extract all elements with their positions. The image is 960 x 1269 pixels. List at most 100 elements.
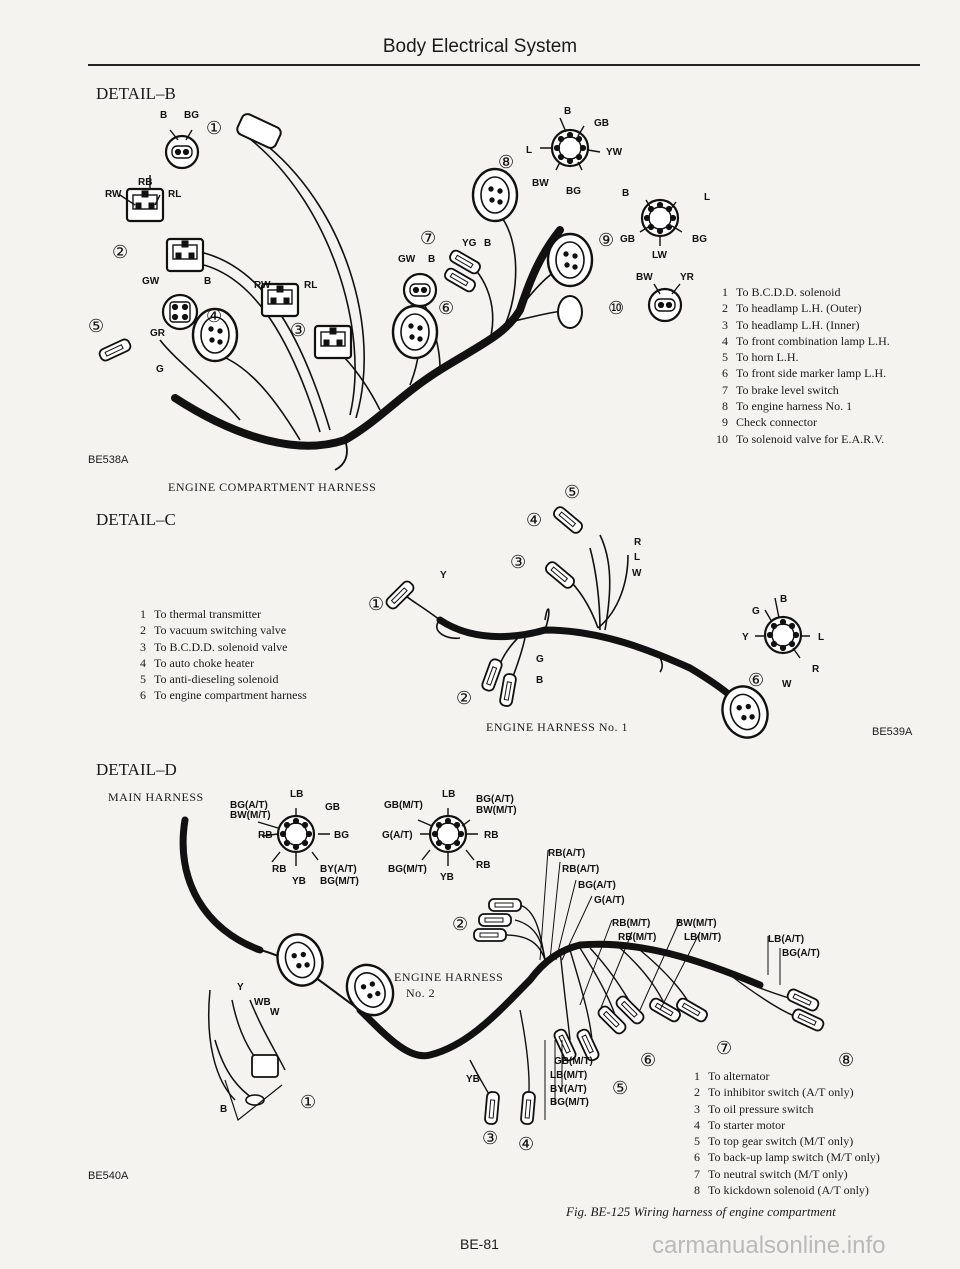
wire-label: BG: [692, 234, 707, 245]
callout-number: ⑤: [564, 482, 580, 503]
callout-number: ③: [510, 552, 526, 573]
detail-c-drawing: [383, 504, 810, 746]
wire-label: G: [156, 364, 164, 375]
wire-label: B: [204, 276, 211, 287]
wire-label: RB: [476, 860, 490, 871]
wire-label: BW(M/T): [230, 810, 271, 821]
wire-label: RB: [484, 830, 498, 841]
wire-label: GB: [594, 118, 609, 129]
wire-label: L: [634, 552, 640, 563]
wire-label: B: [536, 675, 543, 686]
detail-c-code: BE539A: [872, 726, 913, 738]
wire-label: BY(A/T): [550, 1084, 587, 1095]
wire-label: B: [484, 238, 491, 249]
figure-caption: Fig. BE-125 Wiring harness of engine com…: [566, 1204, 836, 1219]
wire-label: GR: [150, 328, 166, 339]
wire-label: LB(A/T): [768, 934, 804, 945]
callout-number: ②: [112, 242, 128, 263]
wire-label: GB(M/T): [384, 800, 423, 811]
wire-label: RB(A/T): [562, 864, 599, 875]
wire-label: BY(A/T): [320, 864, 357, 875]
wire-label: BG(A/T): [476, 794, 514, 805]
wire-label: RL: [304, 280, 317, 291]
header-rule: [88, 64, 920, 66]
wire-label: B: [428, 254, 435, 265]
wire-label: RB(M/T): [618, 932, 656, 943]
callout-number: ④: [526, 510, 542, 531]
wire-label: R: [634, 537, 642, 548]
wire-label: RB(A/T): [548, 848, 585, 859]
wire-label: RB: [272, 864, 286, 875]
wire-label: B: [780, 594, 787, 605]
wire-label: GB: [620, 234, 635, 245]
callout-number: ②: [456, 688, 472, 709]
engine-harness-2-number: No. 2: [406, 986, 436, 1000]
detail-d-code: BE540A: [88, 1170, 129, 1182]
callout-number: ①: [368, 594, 384, 615]
wire-label: B: [622, 188, 629, 199]
wire-label: RL: [168, 189, 181, 200]
wire-label: Y: [237, 982, 244, 993]
wire-label: YB: [466, 1074, 480, 1085]
main-harness-label: MAIN HARNESS: [108, 790, 204, 804]
detail-d-drawing: [179, 808, 826, 1126]
wire-label: Y: [440, 570, 447, 581]
callout-number: ⑦: [716, 1038, 732, 1059]
wire-label: G: [536, 654, 544, 665]
callout-number: ④: [518, 1134, 534, 1155]
wire-label: RW: [254, 280, 271, 291]
wire-label: GB: [325, 802, 340, 813]
wire-label: BG: [566, 186, 581, 197]
wire-label: BW(M/T): [476, 805, 517, 816]
wire-label: LB(M/T): [684, 932, 721, 943]
detail-b-caption: ENGINE COMPARTMENT HARNESS: [168, 480, 377, 494]
wire-label: LB(M/T): [550, 1070, 587, 1081]
wire-label: RW: [105, 189, 122, 200]
watermark-text: carmanualsonline.info: [652, 1232, 886, 1259]
wire-label: RB: [138, 177, 152, 188]
wire-label: G: [752, 606, 760, 617]
callout-number: ⑤: [612, 1078, 628, 1099]
wire-label: B: [564, 106, 571, 117]
wire-label: W: [782, 679, 792, 690]
page-header-title: Body Electrical System: [382, 36, 578, 57]
wire-label: YR: [680, 272, 695, 283]
wire-label: YW: [606, 147, 623, 158]
wire-label: G(A/T): [594, 895, 625, 906]
detail-c-caption: ENGINE HARNESS No. 1: [486, 720, 628, 734]
wire-label: GB(M/T): [554, 1056, 593, 1067]
wire-label: B: [220, 1104, 227, 1115]
wire-label: BG(M/T): [550, 1097, 589, 1108]
wire-label: BG(M/T): [320, 876, 359, 887]
wire-label: LB: [442, 789, 455, 800]
detail-c-title: DETAIL–C: [96, 510, 176, 529]
callout-number: ⑧: [498, 152, 514, 173]
wire-label: BW: [532, 178, 549, 189]
wire-label: W: [270, 1007, 280, 1018]
wire-label: WB: [254, 997, 271, 1008]
wire-label: BW(M/T): [676, 918, 717, 929]
wire-label: BW: [636, 272, 653, 283]
wire-label: L: [818, 632, 824, 643]
detail-b-drawing: [97, 113, 683, 471]
wire-label: BG(M/T): [388, 864, 427, 875]
